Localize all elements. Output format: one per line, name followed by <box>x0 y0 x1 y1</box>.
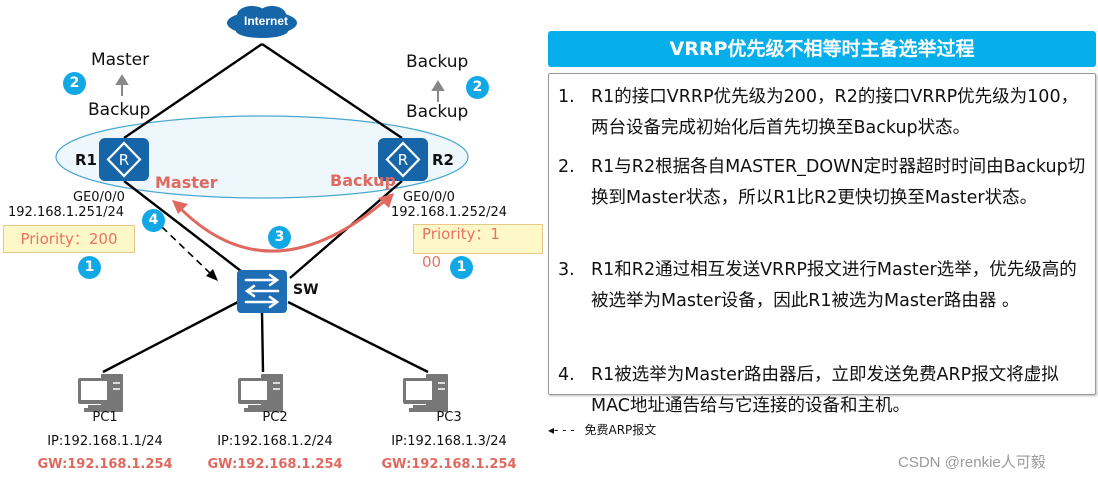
r1-name: R1 <box>75 151 97 169</box>
link-r1-sw <box>123 180 251 279</box>
router-r2-icon: R <box>378 138 428 181</box>
pc3-info: PC3 IP:192.168.1.3/24 GW:192.168.1.254 <box>364 410 534 472</box>
r2-interface: GE0/0/0 <box>403 190 455 205</box>
internet-label: Internet <box>244 14 289 28</box>
r2-state-after: Backup <box>406 52 469 72</box>
pc2-icon <box>238 374 283 412</box>
r2-state-before: Backup <box>406 102 469 122</box>
internet-cloud-icon <box>227 6 297 38</box>
watermark: CSDN @renkie人可毅 <box>898 454 1046 471</box>
r1-priority-box: Priority：200 <box>3 225 135 253</box>
r2-priority-text: Priority：100 <box>422 225 500 271</box>
step-1-number: 1. <box>558 87 575 107</box>
r2-name: R2 <box>432 151 454 169</box>
step-badge-2-r1: 2 <box>63 72 86 95</box>
link-internet-r1 <box>123 43 263 139</box>
svg-text:R: R <box>398 151 408 169</box>
link-sw-pc3 <box>287 300 429 374</box>
step-4-number: 4. <box>558 365 575 385</box>
step-badge-1-r1: 1 <box>78 256 101 279</box>
step-badge-2-r2: 2 <box>466 76 489 99</box>
r1-priority-text: Priority：200 <box>20 230 118 248</box>
step-2-text: R1与R2根据各自MASTER_DOWN定时器超时时间由Backup切换到Mas… <box>591 157 1086 208</box>
pc1-ip: IP:192.168.1.1/24 <box>47 434 163 449</box>
vrrp-topology-diagram: R R <box>55 6 469 412</box>
link-sw-pc1 <box>102 300 239 374</box>
vrrp-advert-arrow <box>172 193 394 253</box>
r2-priority-box: Priority：100 <box>413 224 543 271</box>
step-1: 1. R1的接口VRRP优先级为200，R2的接口VRRP优先级为100，两台设… <box>558 82 1090 144</box>
r1-state-after: Master <box>91 50 150 70</box>
link-internet-r2 <box>261 43 403 139</box>
r1-interface: GE0/0/0 <box>73 190 125 205</box>
r2-ip: 192.168.1.252/24 <box>391 205 508 220</box>
dashed-arrow-icon: ◂- - - <box>548 423 575 437</box>
pc3-name: PC3 <box>436 410 462 425</box>
pc2-gateway: GW:192.168.1.254 <box>207 457 343 472</box>
step-3: 3. R1和R2通过相互发送VRRP报文进行Master选举，优先级高的被选举为… <box>558 255 1090 317</box>
step-3-text: R1和R2通过相互发送VRRP报文进行Master选举，优先级高的被选举为Mas… <box>591 260 1077 311</box>
pc3-icon <box>403 374 448 412</box>
r2-vrrp-role: Backup <box>330 171 396 190</box>
step-2: 2. R1与R2根据各自MASTER_DOWN定时器超时时间由Backup切换到… <box>558 152 1090 214</box>
pc1-name: PC1 <box>92 410 118 425</box>
router-r1-icon: R <box>99 138 149 181</box>
step-badge-1-r2: 1 <box>450 256 473 279</box>
legend-label: 免费ARP报文 <box>584 423 657 437</box>
panel-title: VRRP优先级不相等时主备选举过程 <box>548 31 1096 67</box>
link-sw-pc2 <box>260 311 265 373</box>
panel-box <box>548 73 1096 395</box>
gratuitous-arp-arrow <box>161 226 218 281</box>
switch-label: SW <box>293 282 319 298</box>
step-4-text: R1被选举为Master路由器后，立即发送免费ARP报文将虚拟MAC地址通告给与… <box>591 365 1059 416</box>
vrrp-group-ellipse <box>55 115 469 199</box>
r1-state-before: Backup <box>88 100 151 120</box>
r1-ip: 192.168.1.251/24 <box>8 205 125 220</box>
state-transition-arrows <box>115 74 445 102</box>
pc1-gateway: GW:192.168.1.254 <box>37 457 173 472</box>
svg-text:R: R <box>119 151 129 169</box>
step-1-text: R1的接口VRRP优先级为200，R2的接口VRRP优先级为100，两台设备完成… <box>591 87 1079 138</box>
legend: ◂- - - 免费ARP报文 <box>548 421 656 438</box>
step-badge-4: 4 <box>142 209 165 232</box>
pc2-name: PC2 <box>262 410 288 425</box>
step-3-number: 3. <box>558 260 575 280</box>
pc3-ip: IP:192.168.1.3/24 <box>391 434 507 449</box>
switch-icon <box>237 270 287 313</box>
pc2-info: PC2 IP:192.168.1.2/24 GW:192.168.1.254 <box>190 410 360 472</box>
pc1-info: PC1 IP:192.168.1.1/24 GW:192.168.1.254 <box>20 410 190 472</box>
pc3-gateway: GW:192.168.1.254 <box>381 457 517 472</box>
pc2-ip: IP:192.168.1.2/24 <box>217 434 333 449</box>
pc1-icon <box>78 374 123 412</box>
r1-vrrp-role: Master <box>155 173 218 192</box>
step-badge-3: 3 <box>268 226 291 249</box>
step-4: 4. R1被选举为Master路由器后，立即发送免费ARP报文将虚拟MAC地址通… <box>558 360 1090 422</box>
step-2-number: 2. <box>558 157 575 177</box>
